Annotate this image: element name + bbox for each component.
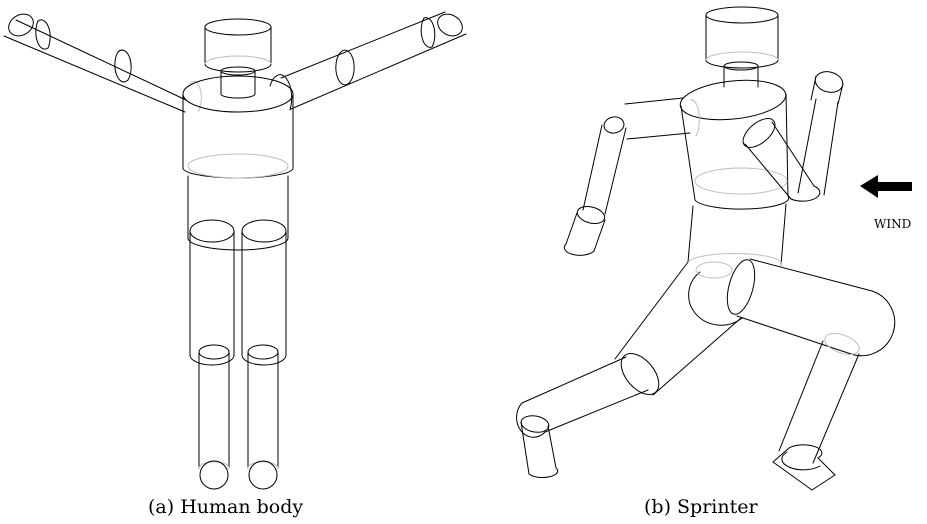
left-arm bbox=[4, 10, 201, 112]
sprinter-front-shin bbox=[773, 341, 859, 490]
sprinter-head-cylinder bbox=[706, 7, 778, 68]
caption-human-body: (a) Human body bbox=[148, 496, 303, 518]
wind-label: WIND bbox=[874, 217, 911, 231]
right-arm bbox=[270, 10, 466, 110]
left-thigh bbox=[190, 220, 234, 365]
sprinter-back-shin bbox=[517, 357, 648, 478]
right-thigh bbox=[242, 220, 286, 365]
sprinter-chest bbox=[678, 76, 788, 210]
left-arrow-icon bbox=[860, 175, 912, 198]
head-cylinder bbox=[205, 19, 271, 72]
sprinter-front-arm bbox=[738, 69, 845, 201]
sprinter-front-thigh bbox=[689, 257, 895, 359]
sprinter-back-arm bbox=[564, 98, 690, 255]
sprinter-back-thigh bbox=[614, 262, 741, 401]
torso bbox=[183, 76, 293, 250]
sprinter-neck bbox=[724, 62, 758, 87]
sprinter-abdomen bbox=[688, 204, 786, 265]
caption-sprinter: (b) Sprinter bbox=[644, 496, 758, 518]
left-shin bbox=[199, 345, 229, 489]
sprinter-figure bbox=[517, 7, 895, 490]
right-shin bbox=[248, 345, 278, 489]
human-body-figure bbox=[4, 10, 466, 489]
